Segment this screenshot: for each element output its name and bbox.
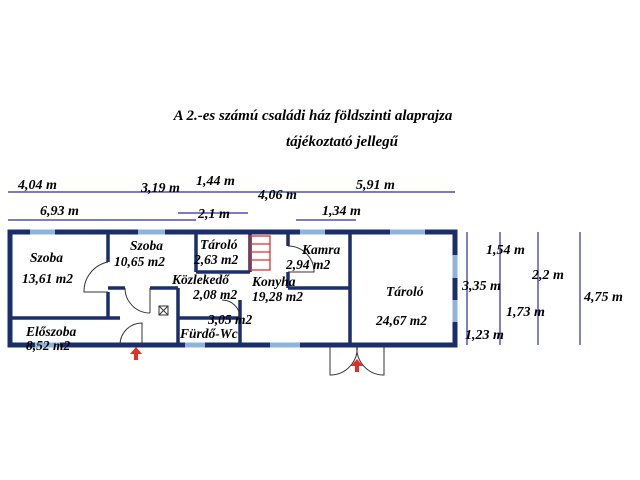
room-area-furdo: 3,05 m2 bbox=[207, 312, 253, 327]
room-area-szoba-2: 10,65 m2 bbox=[114, 254, 165, 269]
room-name-furdo: Fürdő-Wc bbox=[179, 326, 238, 341]
room-area-tarolo-large: 24,67 m2 bbox=[375, 313, 427, 328]
dimension-label: 3,35 m bbox=[461, 279, 501, 294]
plan-subtitle: tájékoztató jellegű bbox=[286, 134, 399, 150]
chimney-cross bbox=[158, 305, 169, 316]
room-area-kamra: 2,94 m2 bbox=[285, 257, 331, 272]
room-area-tarolo-small: 2,63 m2 bbox=[193, 252, 239, 267]
door-swing bbox=[124, 287, 151, 314]
windows bbox=[30, 229, 458, 348]
door-swing bbox=[119, 322, 143, 346]
dimension-label: 1,54 m bbox=[486, 243, 525, 258]
dimension-lines-top bbox=[8, 191, 455, 221]
dimension-label: 6,93 m bbox=[40, 204, 79, 219]
dimension-label: 4,75 m bbox=[583, 290, 623, 305]
door-swing bbox=[329, 344, 358, 376]
dimension-label: 4,04 m bbox=[17, 178, 57, 193]
entrance-arrow-icon bbox=[351, 359, 363, 372]
room-area-kozlekedo: 2,08 m2 bbox=[192, 287, 238, 302]
dimension-label: 4,06 m bbox=[257, 188, 297, 203]
room-name-kamra: Kamra bbox=[301, 242, 341, 257]
dimension-lines-right bbox=[466, 232, 581, 345]
room-name-eloszoba: Előszoba bbox=[25, 324, 77, 339]
door-swing bbox=[287, 245, 315, 273]
entrance-arrow-icon bbox=[130, 347, 142, 360]
room-name-szoba-2: Szoba bbox=[130, 238, 163, 253]
chimney-box bbox=[158, 305, 169, 316]
dimension-label: 1,34 m bbox=[322, 204, 361, 219]
exterior-walls bbox=[7, 229, 458, 348]
room-name-tarolo-small: Tároló bbox=[200, 237, 238, 252]
exterior-wall bbox=[7, 229, 458, 348]
dimension-label: 1,44 m bbox=[196, 174, 235, 189]
room-name-szoba: Szoba bbox=[30, 250, 63, 265]
stairs bbox=[249, 235, 271, 271]
room-area-szoba: 13,61 m2 bbox=[22, 271, 73, 286]
room-area-eloszoba: 8,52 m2 bbox=[26, 338, 71, 353]
staircase bbox=[249, 235, 271, 271]
room-name-konyha: Konyha bbox=[251, 274, 296, 289]
entrance-arrows bbox=[130, 347, 363, 372]
dimension-labels: 4,04 m 3,19 m 1,44 m 4,06 m 5,91 m 6,93 … bbox=[17, 174, 623, 343]
dimension-label: 1,23 m bbox=[465, 328, 504, 343]
dimension-label: 1,73 m bbox=[506, 305, 545, 320]
dimension-label: 2,2 m bbox=[531, 268, 564, 283]
dimension-label: 3,19 m bbox=[140, 181, 180, 196]
room-name-kozlekedo: Közlekedő bbox=[171, 272, 230, 287]
dimension-label: 2,1 m bbox=[197, 207, 230, 222]
door-swing bbox=[221, 299, 241, 319]
room-name-tarolo-large: Tároló bbox=[386, 284, 424, 299]
plan-title: A 2.-es számú családi ház földszinti ala… bbox=[173, 108, 453, 124]
chimney-symbol bbox=[158, 305, 169, 316]
door-swing bbox=[356, 344, 385, 376]
room-labels: Szoba 13,61 m2 Szoba 10,65 m2 Tároló 2,6… bbox=[22, 237, 427, 353]
room-area-konyha: 19,28 m2 bbox=[252, 289, 303, 304]
dimension-label: 5,91 m bbox=[356, 178, 395, 193]
door-swing bbox=[83, 261, 109, 293]
doors bbox=[83, 245, 385, 376]
